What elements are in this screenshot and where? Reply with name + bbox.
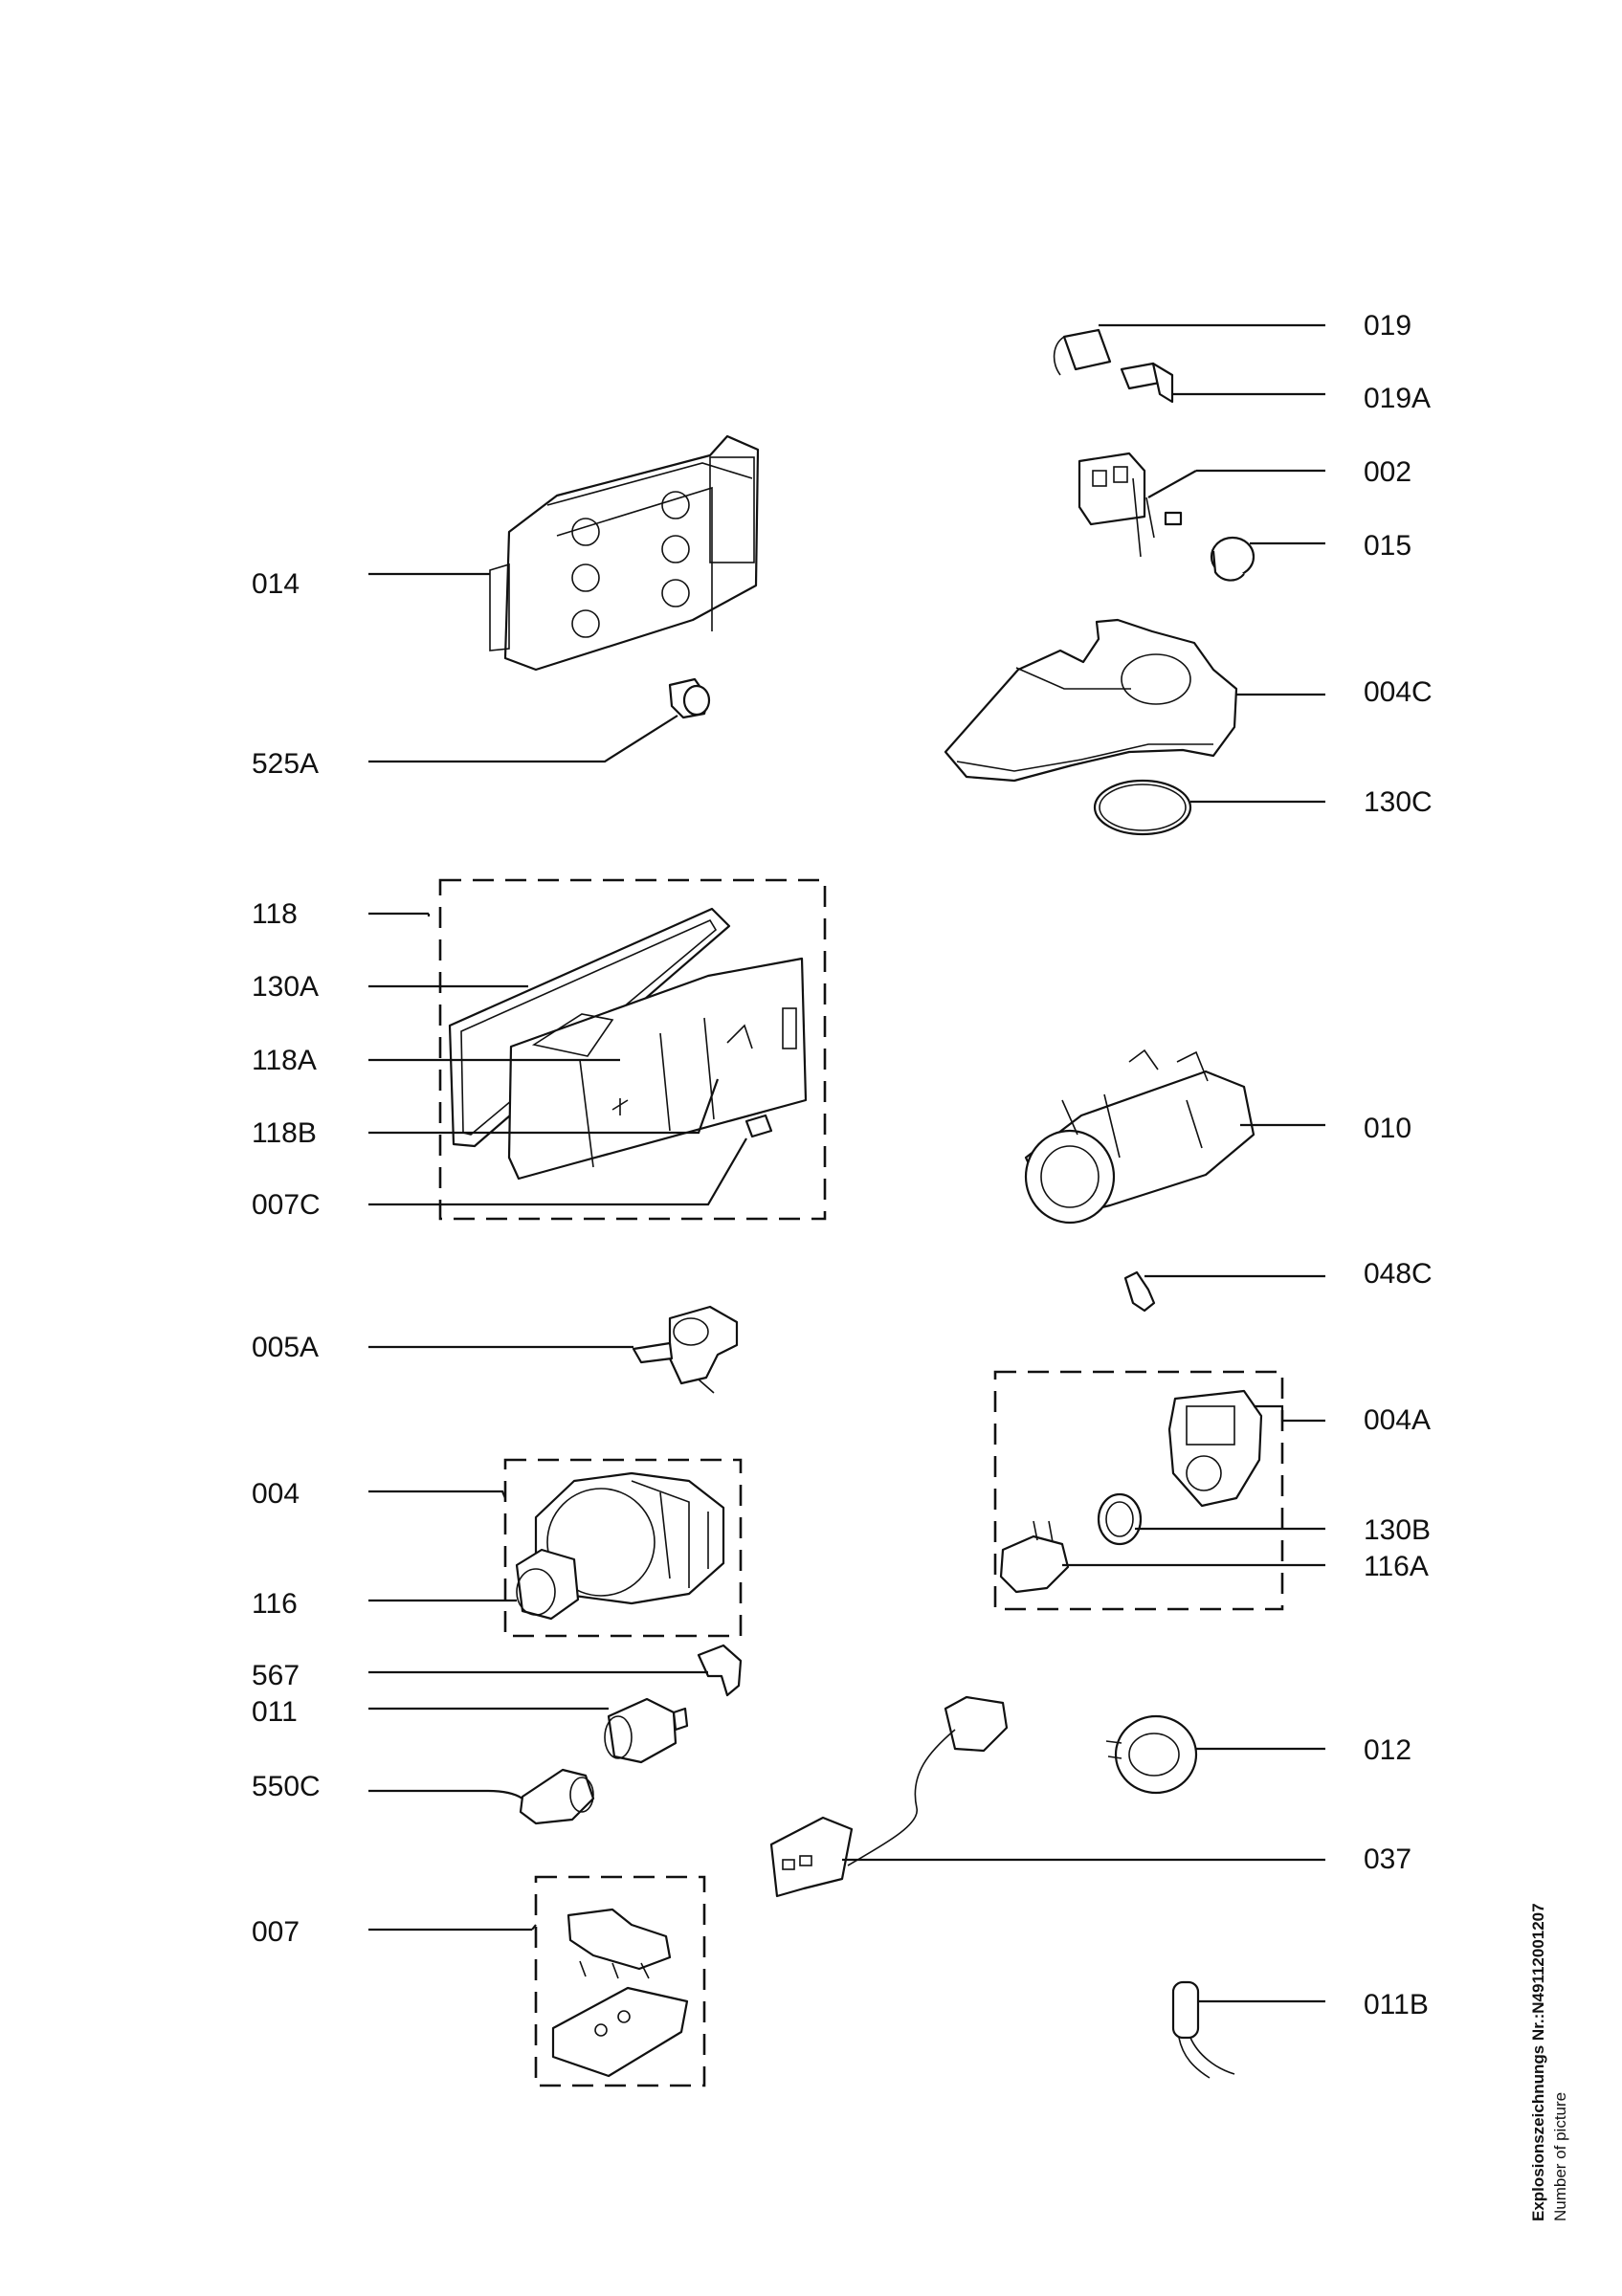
part-007C-clip (744, 1114, 773, 1138)
part-015-cap (1210, 536, 1325, 582)
picture-number-caption: Number of picture (1551, 2091, 1569, 2221)
part-002-switch (1078, 452, 1325, 558)
part-019A-pin (1120, 362, 1325, 404)
part-550C-knob (368, 1768, 595, 1825)
label-012: 012 (1364, 1734, 1411, 1766)
part-007-float-switch (368, 1908, 689, 2078)
part-005A-valve (368, 1305, 739, 1394)
label-011: 011 (252, 1696, 298, 1728)
part-019-clip (1053, 323, 1325, 376)
part-004-circulation-pump (534, 1471, 725, 1605)
label-015: 015 (1364, 530, 1411, 562)
drawing-number: Explosionszeichnungs Nr.:N49112001207 (1529, 1903, 1547, 2221)
group-118-box (438, 878, 827, 1221)
part-116A-valve (999, 1520, 1325, 1594)
label-005A: 005A (252, 1332, 319, 1363)
label-116A: 116A (1364, 1551, 1429, 1582)
part-011B-capacitor (1171, 1980, 1325, 2079)
part-004C-cover (944, 618, 1325, 783)
part-labels: 019 019A 002 015 004C 130C 014 525A 118 … (252, 310, 1433, 2020)
label-011B: 011B (1364, 1989, 1429, 2020)
group-004A-box (993, 1370, 1284, 1611)
part-525A-knob (368, 677, 711, 763)
part-048C-sensor (1123, 1270, 1325, 1313)
part-012-element (1105, 1714, 1325, 1795)
label-525A: 525A (252, 748, 319, 780)
part-011-motor (368, 1697, 689, 1764)
label-116: 116 (252, 1588, 298, 1620)
label-019: 019 (1364, 310, 1411, 342)
part-004A-pump (1167, 1389, 1325, 1508)
label-010: 010 (1364, 1113, 1411, 1144)
label-118A: 118A (252, 1045, 317, 1076)
part-116-outlet (515, 1548, 580, 1621)
label-019A: 019A (1364, 383, 1431, 414)
label-037: 037 (1364, 1843, 1411, 1875)
label-550C: 550C (252, 1771, 321, 1802)
label-004A: 004A (1364, 1404, 1431, 1436)
label-004: 004 (252, 1478, 300, 1510)
part-130B-ring (1097, 1492, 1325, 1546)
part-014-control-module (368, 434, 760, 672)
group-007-box (534, 1875, 706, 2087)
label-048C: 048C (1364, 1258, 1433, 1290)
label-007: 007 (252, 1916, 300, 1948)
label-130C: 130C (1364, 786, 1433, 818)
part-567-bracket (368, 1644, 743, 1697)
label-014: 014 (252, 568, 300, 600)
label-118B: 118B (252, 1117, 317, 1149)
group-004-box (503, 1458, 743, 1638)
label-004C: 004C (1364, 676, 1433, 708)
label-007C: 007C (252, 1189, 321, 1221)
label-002: 002 (1364, 456, 1411, 488)
label-130B: 130B (1364, 1514, 1431, 1546)
part-037-cable (769, 1695, 1325, 1898)
part-010-heater (1024, 1049, 1325, 1225)
part-130C-ring (1093, 779, 1325, 836)
label-567: 567 (252, 1660, 300, 1691)
label-118: 118 (252, 898, 298, 930)
label-130A: 130A (252, 971, 319, 1003)
